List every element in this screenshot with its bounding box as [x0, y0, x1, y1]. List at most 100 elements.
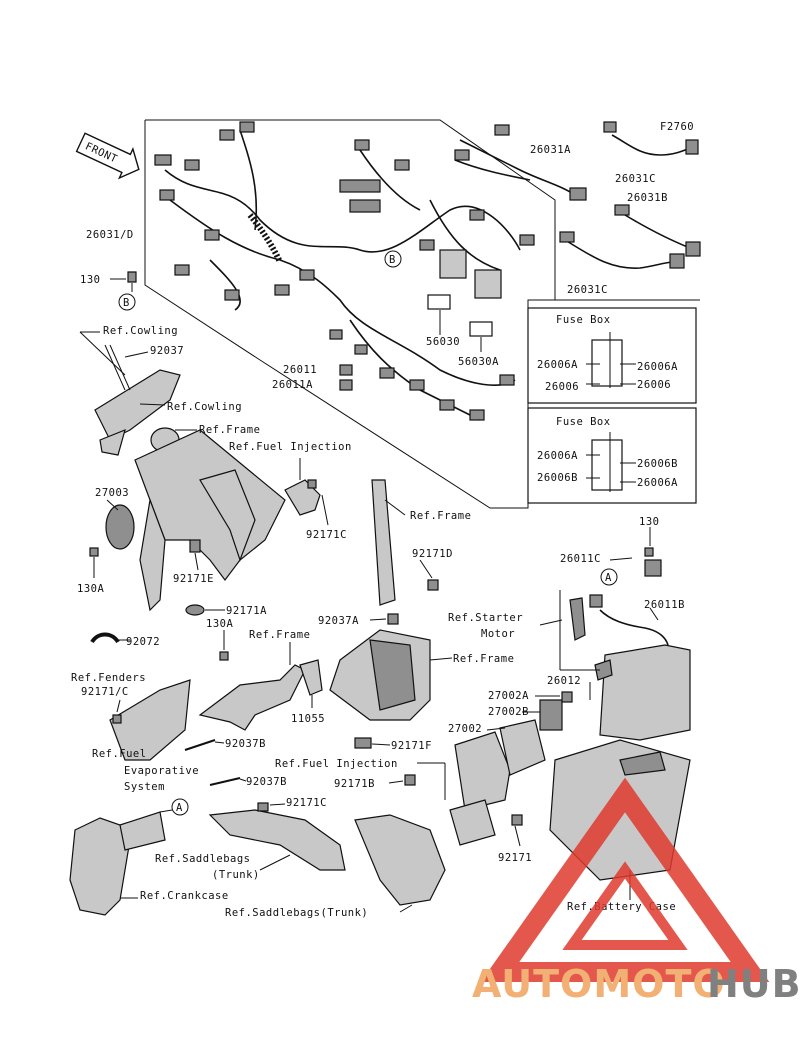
label-11055: 11055	[291, 713, 325, 725]
label-130: 130	[639, 516, 659, 528]
label-92171D: 92171D	[412, 548, 453, 560]
fuse-label: 26006B	[637, 458, 678, 470]
label-26011A: 26011A	[272, 379, 313, 391]
clip-92037B	[209, 777, 241, 786]
band-92072	[90, 632, 120, 644]
label-ref-saddlebags-trunk: Ref.Saddlebags(Trunk)	[225, 907, 368, 919]
label-27002A: 27002A	[488, 690, 529, 702]
harness-outline	[144, 119, 556, 509]
label-27002B: 27002B	[488, 706, 529, 718]
label-ref-fuel-evap: Evaporative	[124, 765, 199, 777]
watermark-text-hub: HUB	[707, 962, 800, 1006]
label-130A: 130A	[206, 618, 233, 630]
ref-circle-b	[118, 293, 136, 311]
control-units	[388, 691, 573, 847]
label-ref-frame: Ref.Frame	[199, 424, 260, 436]
bolt-130	[127, 271, 137, 283]
label-56030: 56030	[426, 336, 460, 348]
frame-mid-bracket	[198, 630, 323, 731]
label-ref-frame: Ref.Frame	[410, 510, 471, 522]
band-92171A	[185, 604, 205, 616]
label-ref-crankcase: Ref.Crankcase	[140, 890, 229, 902]
fuse-label: 26006A	[537, 359, 578, 371]
label-26012: 26012	[547, 675, 581, 687]
label-ref-fenders: Ref.Fenders	[71, 672, 146, 684]
label-ref-starter: Ref.Starter	[448, 612, 523, 624]
saddlebag-trunk	[354, 814, 446, 906]
part-27003	[105, 504, 135, 550]
sub-harness-26031B	[614, 204, 701, 257]
label-92171C: 92171C	[286, 797, 327, 809]
label-92171B: 92171B	[334, 778, 375, 790]
label-26031D: 26031/D	[86, 229, 134, 241]
label-92171F: 92171F	[391, 740, 432, 752]
label-92037A: 92037A	[318, 615, 359, 627]
saddlebag-bracket	[208, 802, 346, 871]
leader-line	[106, 499, 119, 511]
ref-circle-b	[384, 250, 402, 268]
ref-circle-b-label: B	[123, 297, 130, 309]
label-92171C: 92171C	[306, 529, 347, 541]
leader-line	[194, 552, 199, 571]
label-ref-frame: Ref.Frame	[453, 653, 514, 665]
label-ref-fuel-injection: Ref.Fuel Injection	[275, 758, 398, 770]
label-ref-fuel-evap: Ref.Fuel	[92, 748, 147, 760]
fuse-box-2: Fuse Box	[527, 407, 697, 504]
label-ref-fuel-evap: System	[124, 781, 165, 793]
bolt-130A	[89, 547, 99, 557]
fuse-label: 26006B	[537, 472, 578, 484]
label-26011B: 26011B	[644, 599, 685, 611]
main-wiring-harness	[154, 121, 535, 421]
fuse-label: 26006A	[637, 477, 678, 489]
front-arrow: FRONT	[75, 132, 140, 180]
frame	[134, 427, 286, 612]
label-ref-saddlebags: Ref.Saddlebags	[155, 853, 251, 865]
label-92037B: 92037B	[225, 738, 266, 750]
label-92037B: 92037B	[246, 776, 287, 788]
sub-harness-26031C-top	[603, 121, 699, 156]
label-130A: 130A	[77, 583, 104, 595]
fuel-injection-bracket	[284, 458, 329, 526]
label-ref-cowling: Ref.Cowling	[167, 401, 242, 413]
label-92171: 92171	[498, 852, 532, 864]
crankcase-bracket: A	[69, 798, 189, 916]
leader-line	[399, 904, 413, 913]
label-130: 130	[80, 274, 100, 286]
connector-26011A	[339, 379, 353, 391]
fuse-box-1: Fuse Box	[527, 307, 697, 404]
sub-harness-26031A	[454, 124, 587, 201]
fuse-box-title: Fuse Box	[556, 314, 611, 326]
label-92171A: 92171A	[226, 605, 267, 617]
label-26031B: 26031B	[627, 192, 668, 204]
label-92171C: 92171/C	[81, 686, 129, 698]
label-26031C: 26031C	[567, 284, 608, 296]
label-26011C: 26011C	[560, 553, 601, 565]
frame-cover	[329, 613, 453, 721]
label-92037: 92037	[150, 345, 184, 357]
label-ref-saddlebags-trunk: (Trunk)	[212, 869, 260, 881]
figure-code: F2760	[660, 121, 694, 133]
ref-circle-a-label: A	[176, 802, 183, 814]
clip-92171F	[354, 737, 372, 749]
frame-bracket-right	[371, 479, 439, 606]
leader-line	[214, 741, 225, 744]
label-26011: 26011	[283, 364, 317, 376]
relay-56030A	[469, 321, 493, 337]
clip-92037B	[184, 739, 216, 751]
label-92072: 92072	[126, 636, 160, 648]
label-27003: 27003	[95, 487, 129, 499]
cowling-bracket	[79, 331, 181, 456]
ref-circle-b-label: B	[389, 254, 396, 266]
fuse-label: 26006A	[637, 361, 678, 373]
ref-circle-a-label: A	[605, 572, 612, 584]
clamp-92171E	[189, 539, 201, 553]
label-ref-fuel-injection: Ref.Fuel Injection	[229, 441, 352, 453]
fuse-box-title: Fuse Box	[556, 416, 611, 428]
label-92171E: 92171E	[173, 573, 214, 585]
fuse-label: 26006A	[537, 450, 578, 462]
watermark-logo: AUTOMOTO HUB	[472, 777, 800, 1006]
connector-26011	[339, 364, 353, 376]
leader-line	[239, 778, 247, 782]
fender-piece	[109, 679, 191, 761]
